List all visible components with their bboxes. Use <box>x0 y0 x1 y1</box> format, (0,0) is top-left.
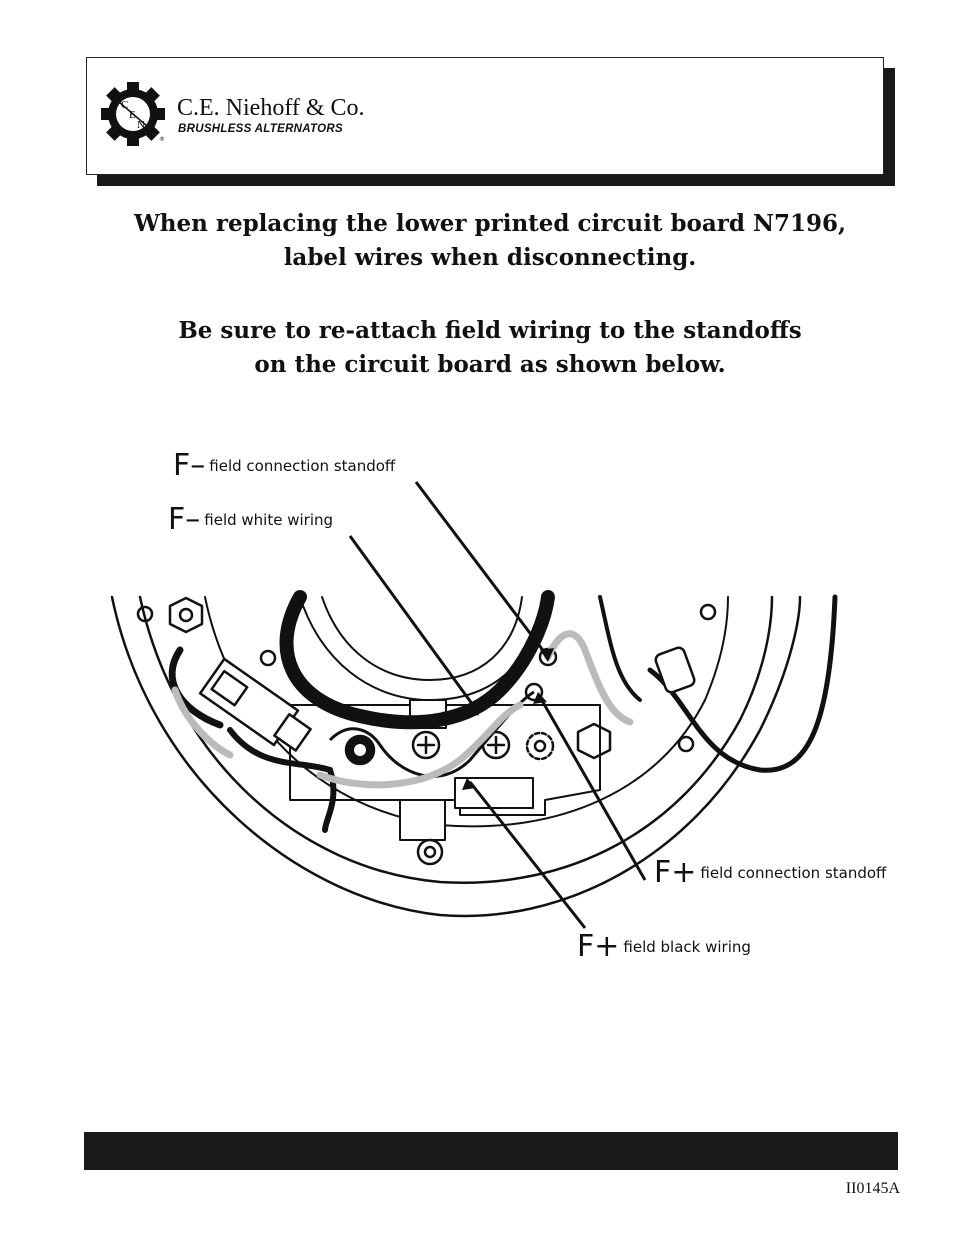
company-tagline: BRUSHLESS ALTERNATORS <box>178 123 343 135</box>
company-name: C.E. Niehoff & Co. <box>177 95 365 121</box>
callout-f-minus-wiring: F–field white wiring <box>168 502 333 537</box>
logo-letter-n: N <box>137 119 145 131</box>
instruction-line: label wires when disconnecting. <box>283 244 697 271</box>
callout-symbol: F+ <box>654 855 697 890</box>
leader-line-f-plus-standoff <box>538 696 647 881</box>
callout-symbol: F– <box>168 502 201 537</box>
callout-text: field connection standoff <box>700 863 887 882</box>
logo-letter-c: C <box>121 99 128 111</box>
instruction-block-2: Be sure to re-attach field wiring to the… <box>60 314 920 382</box>
instruction-line: on the circuit board as shown below. <box>254 351 726 378</box>
callout-symbol: F– <box>173 448 206 483</box>
registered-mark: ® <box>159 136 165 143</box>
callout-symbol: F+ <box>577 929 620 964</box>
callout-text: field black wiring <box>623 937 751 956</box>
instruction-block-1: When replacing the lower printed circuit… <box>60 207 920 275</box>
leader-line-f-minus-wiring <box>348 535 480 713</box>
gear-logo-icon: C E N <box>101 82 165 146</box>
leader-line-f-minus-standoff <box>414 481 550 658</box>
leader-line-f-plus-wiring <box>468 781 587 929</box>
housing-outline <box>110 595 802 918</box>
document-code: II0145A <box>845 1180 900 1197</box>
footer-bar <box>84 1132 898 1170</box>
callout-text: field white wiring <box>204 510 334 529</box>
header-box: C E N ® C.E. Niehoff & Co. BRUSHLESS ALT… <box>86 57 884 175</box>
callout-f-plus-wiring: F+field black wiring <box>577 929 751 964</box>
callout-f-minus-standoff: F–field connection standoff <box>173 448 395 483</box>
instruction-line: When replacing the lower printed circuit… <box>133 210 847 237</box>
callout-text: field connection standoff <box>209 456 396 475</box>
instruction-line: Be sure to re-attach field wiring to the… <box>178 317 802 344</box>
logo-letter-e: E <box>129 109 136 121</box>
callout-f-plus-standoff: F+field connection standoff <box>654 855 886 890</box>
